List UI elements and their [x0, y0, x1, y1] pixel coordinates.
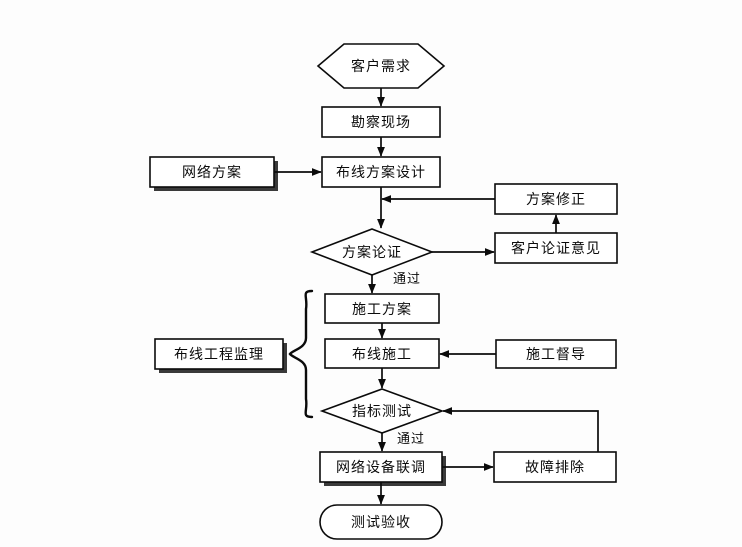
node-hit-n12[interactable] [322, 389, 442, 433]
edge-label-e2: 通过 [397, 432, 426, 447]
node-hit-n1[interactable] [318, 44, 444, 88]
node-hit-n11[interactable] [496, 340, 616, 368]
node-n2[interactable] [321, 106, 441, 138]
node-hit-n9[interactable] [155, 339, 283, 369]
node-hit-n15[interactable] [320, 505, 442, 539]
node-n11[interactable] [495, 339, 617, 369]
edge-fix-to-test [442, 407, 599, 452]
node-hit-n2[interactable] [322, 107, 440, 137]
node-n1[interactable] [316, 43, 446, 89]
node-n9[interactable] [154, 338, 284, 370]
node-hit-n3[interactable] [322, 157, 440, 187]
node-hit-n7[interactable] [495, 233, 617, 263]
node-n14[interactable] [493, 451, 617, 483]
node-shapes-group [149, 43, 618, 540]
node-n8[interactable] [324, 293, 440, 324]
node-hit-n4[interactable] [150, 157, 274, 187]
node-n15[interactable] [319, 504, 443, 540]
supervision-brace [288, 289, 314, 419]
node-hit-n13[interactable] [320, 452, 442, 482]
node-hit-n14[interactable] [494, 452, 616, 482]
node-hit-n5[interactable] [495, 184, 617, 214]
node-n4[interactable] [149, 156, 275, 188]
node-hit-n6[interactable] [312, 229, 432, 275]
node-hit-n10[interactable] [325, 339, 439, 368]
edge-label-e1: 通过 [393, 272, 422, 287]
connectors-group [274, 88, 599, 505]
node-hit-n8[interactable] [325, 294, 439, 323]
